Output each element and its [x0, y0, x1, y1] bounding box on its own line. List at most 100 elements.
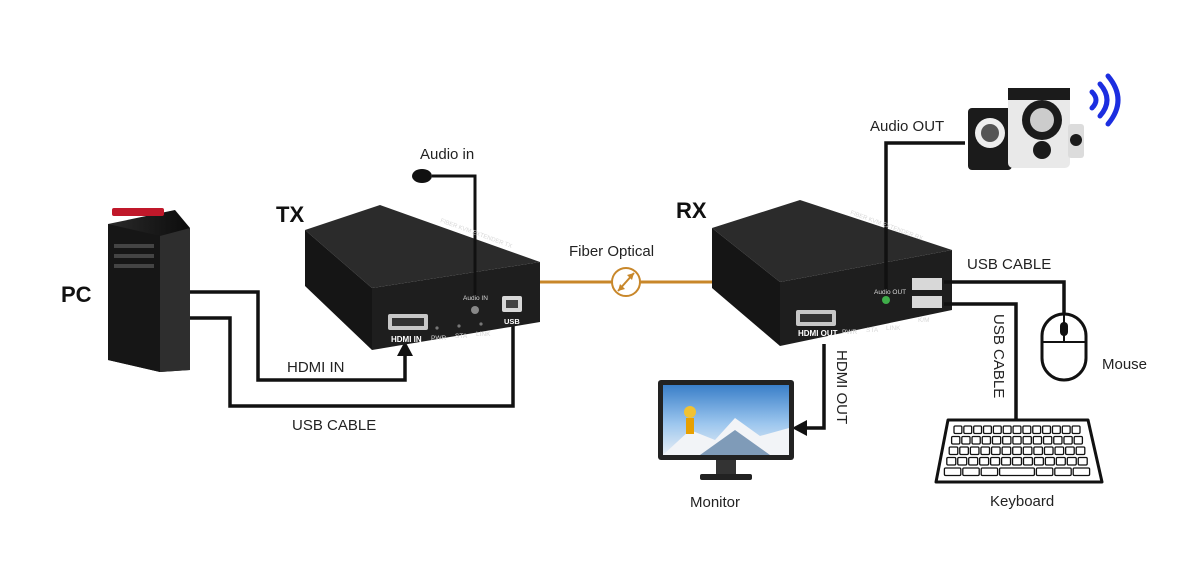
keyboard-key — [971, 435, 981, 445]
hdmi-out-label: HDMI OUT — [833, 350, 850, 425]
rx-panel-pwr: PWR — [842, 329, 857, 336]
keyboard-key — [1042, 435, 1053, 445]
pc-label: PC — [61, 282, 92, 307]
keyboard-key — [1033, 446, 1044, 456]
fiber-optical-cable — [540, 267, 712, 297]
keyboard-key — [1001, 446, 1012, 456]
rx-panel-sta: STA — [866, 327, 879, 334]
keyboard-key — [989, 456, 1001, 466]
keyboard-key — [1055, 456, 1066, 466]
rx-label: RX — [676, 198, 707, 223]
mouse-icon — [1040, 312, 1088, 382]
keyboard-key — [1053, 435, 1063, 445]
keyboard-key — [1051, 425, 1061, 435]
keyboard-key — [992, 425, 1002, 435]
keyboard-key — [1012, 435, 1022, 445]
tx-label: TX — [276, 202, 305, 227]
keyboard-key — [1022, 446, 1033, 456]
keyboard-key — [1054, 467, 1072, 477]
keyboard-key — [1073, 435, 1084, 445]
speakers-icon — [968, 88, 1084, 170]
keyboard-key — [1054, 446, 1065, 456]
keyboard-key — [980, 467, 999, 477]
keyboard-key — [963, 425, 973, 435]
pc-cables — [190, 290, 515, 408]
keyboard-key — [968, 456, 979, 466]
tx-panel-sta: STA — [455, 333, 468, 340]
tx-panel-link: LINK — [476, 331, 491, 338]
keyboard-key — [962, 467, 980, 477]
pc-tower-icon — [108, 208, 190, 372]
keyboard-key — [1032, 435, 1043, 445]
usb-cable-mouse — [944, 280, 1066, 316]
keyboard-key — [950, 435, 961, 445]
keyboard-key — [1033, 456, 1045, 466]
keyboard-key — [1022, 435, 1032, 445]
keyboard-key — [1077, 456, 1088, 466]
tx-panel-usb: USB — [504, 317, 520, 326]
keyboard-key — [957, 456, 968, 466]
monitor-label: Monitor — [690, 494, 741, 511]
keyboard-key — [1002, 425, 1012, 435]
usb-cable-keyboard — [944, 302, 1018, 420]
hdmi-in-label: HDMI IN — [287, 359, 345, 376]
rx-panel-link: LINK — [886, 325, 901, 332]
keyboard-icon — [934, 418, 1104, 484]
keyboard-key — [1044, 456, 1055, 466]
keyboard-key — [943, 467, 962, 477]
keyboard-key — [1072, 467, 1091, 477]
audio-out-cable — [884, 141, 965, 294]
tx-panel-hdmi-in: HDMI IN — [391, 335, 422, 344]
sound-waves-icon — [1089, 73, 1121, 127]
tx-panel-pwr: PWR — [431, 335, 446, 342]
fiber-optical-label: Fiber Optical — [569, 243, 655, 260]
keyboard-key — [1011, 456, 1023, 466]
usb-cable-rx-label: USB CABLE — [967, 256, 1052, 273]
keyboard-key — [1075, 446, 1086, 456]
rx-panel-audio-out: Audio OUT — [874, 289, 906, 296]
hdmi-out-arrow — [792, 420, 807, 436]
audio-in-label: Audio in — [420, 146, 475, 163]
rx-device-icon — [712, 200, 952, 346]
keyboard-key — [1043, 446, 1054, 456]
keyboard-key — [1041, 425, 1052, 435]
keyboard-key — [973, 425, 983, 435]
tx-panel-audio-in: Audio IN — [463, 295, 488, 302]
keyboard-key — [1066, 456, 1077, 466]
keyboard-key — [1063, 435, 1073, 445]
keyboard-key — [990, 446, 1001, 456]
keyboard-key — [979, 456, 990, 466]
hdmi-out-cable — [803, 344, 826, 430]
keyboard-key — [991, 435, 1002, 445]
keyboard-key — [953, 425, 963, 435]
keyboard-key — [969, 446, 980, 456]
keyboard-key — [1002, 435, 1012, 445]
audio-in-cable — [412, 169, 477, 300]
keyboard-key — [961, 435, 971, 445]
audio-out-label: Audio OUT — [870, 118, 945, 135]
keyboard-key — [1012, 446, 1022, 456]
keyboard-key — [946, 456, 957, 466]
keyboard-key — [948, 446, 959, 456]
keyboard-label: Keyboard — [990, 493, 1055, 510]
hdmi-in-arrow — [397, 341, 413, 356]
keyboard-key — [1022, 425, 1032, 435]
keyboard-key — [1061, 425, 1071, 435]
keyboard-key — [982, 425, 993, 435]
keyboard-key — [1022, 456, 1034, 466]
mouse-label: Mouse — [1102, 356, 1148, 373]
keyboard-key — [1012, 425, 1022, 435]
keyboard-key — [1000, 456, 1012, 466]
keyboard-key — [980, 446, 991, 456]
keyboard-key — [981, 435, 992, 445]
tx-device-icon — [305, 205, 540, 350]
hdmi-in-cable — [190, 290, 407, 382]
keyboard-key — [998, 467, 1036, 477]
usb-cable-rx-vertical-label: USB CABLE — [990, 314, 1007, 399]
keyboard-key — [1032, 425, 1042, 435]
usb-cable-tx-label: USB CABLE — [292, 417, 377, 434]
monitor-icon — [658, 380, 794, 480]
rx-panel-km: K/M — [918, 317, 930, 324]
keyboard-key — [1071, 425, 1081, 435]
